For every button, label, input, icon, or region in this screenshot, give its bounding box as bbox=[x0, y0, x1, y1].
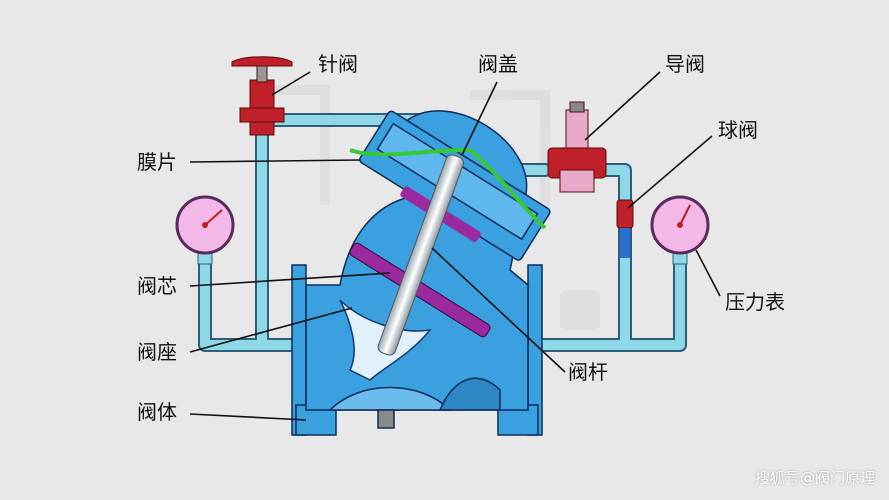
watermark-text: 搜狐号@阀门原理 bbox=[754, 469, 875, 487]
pilot-valve-part bbox=[547, 101, 607, 193]
label-disc: 阀芯 bbox=[137, 274, 177, 298]
needle-valve-part bbox=[231, 56, 293, 136]
valve-body bbox=[291, 110, 551, 436]
label-diaphragm: 膜片 bbox=[137, 150, 177, 174]
label-body: 阀体 bbox=[137, 400, 177, 424]
stem-part bbox=[377, 154, 464, 356]
label-ball-valve: 球阀 bbox=[718, 118, 758, 142]
label-seat: 阀座 bbox=[137, 340, 177, 364]
left-gauge bbox=[175, 195, 235, 265]
right-gauge bbox=[650, 195, 710, 265]
label-pilot-valve: 导阀 bbox=[665, 52, 705, 76]
leader-lines bbox=[189, 71, 721, 421]
label-stem: 阀杆 bbox=[568, 360, 608, 384]
background-watermark bbox=[270, 85, 600, 330]
diaphragm-part bbox=[349, 147, 547, 230]
label-gauge: 压力表 bbox=[725, 290, 785, 314]
disc-part bbox=[349, 242, 491, 338]
label-needle-valve: 针阀 bbox=[318, 52, 358, 76]
label-bonnet: 阀盖 bbox=[478, 52, 518, 76]
